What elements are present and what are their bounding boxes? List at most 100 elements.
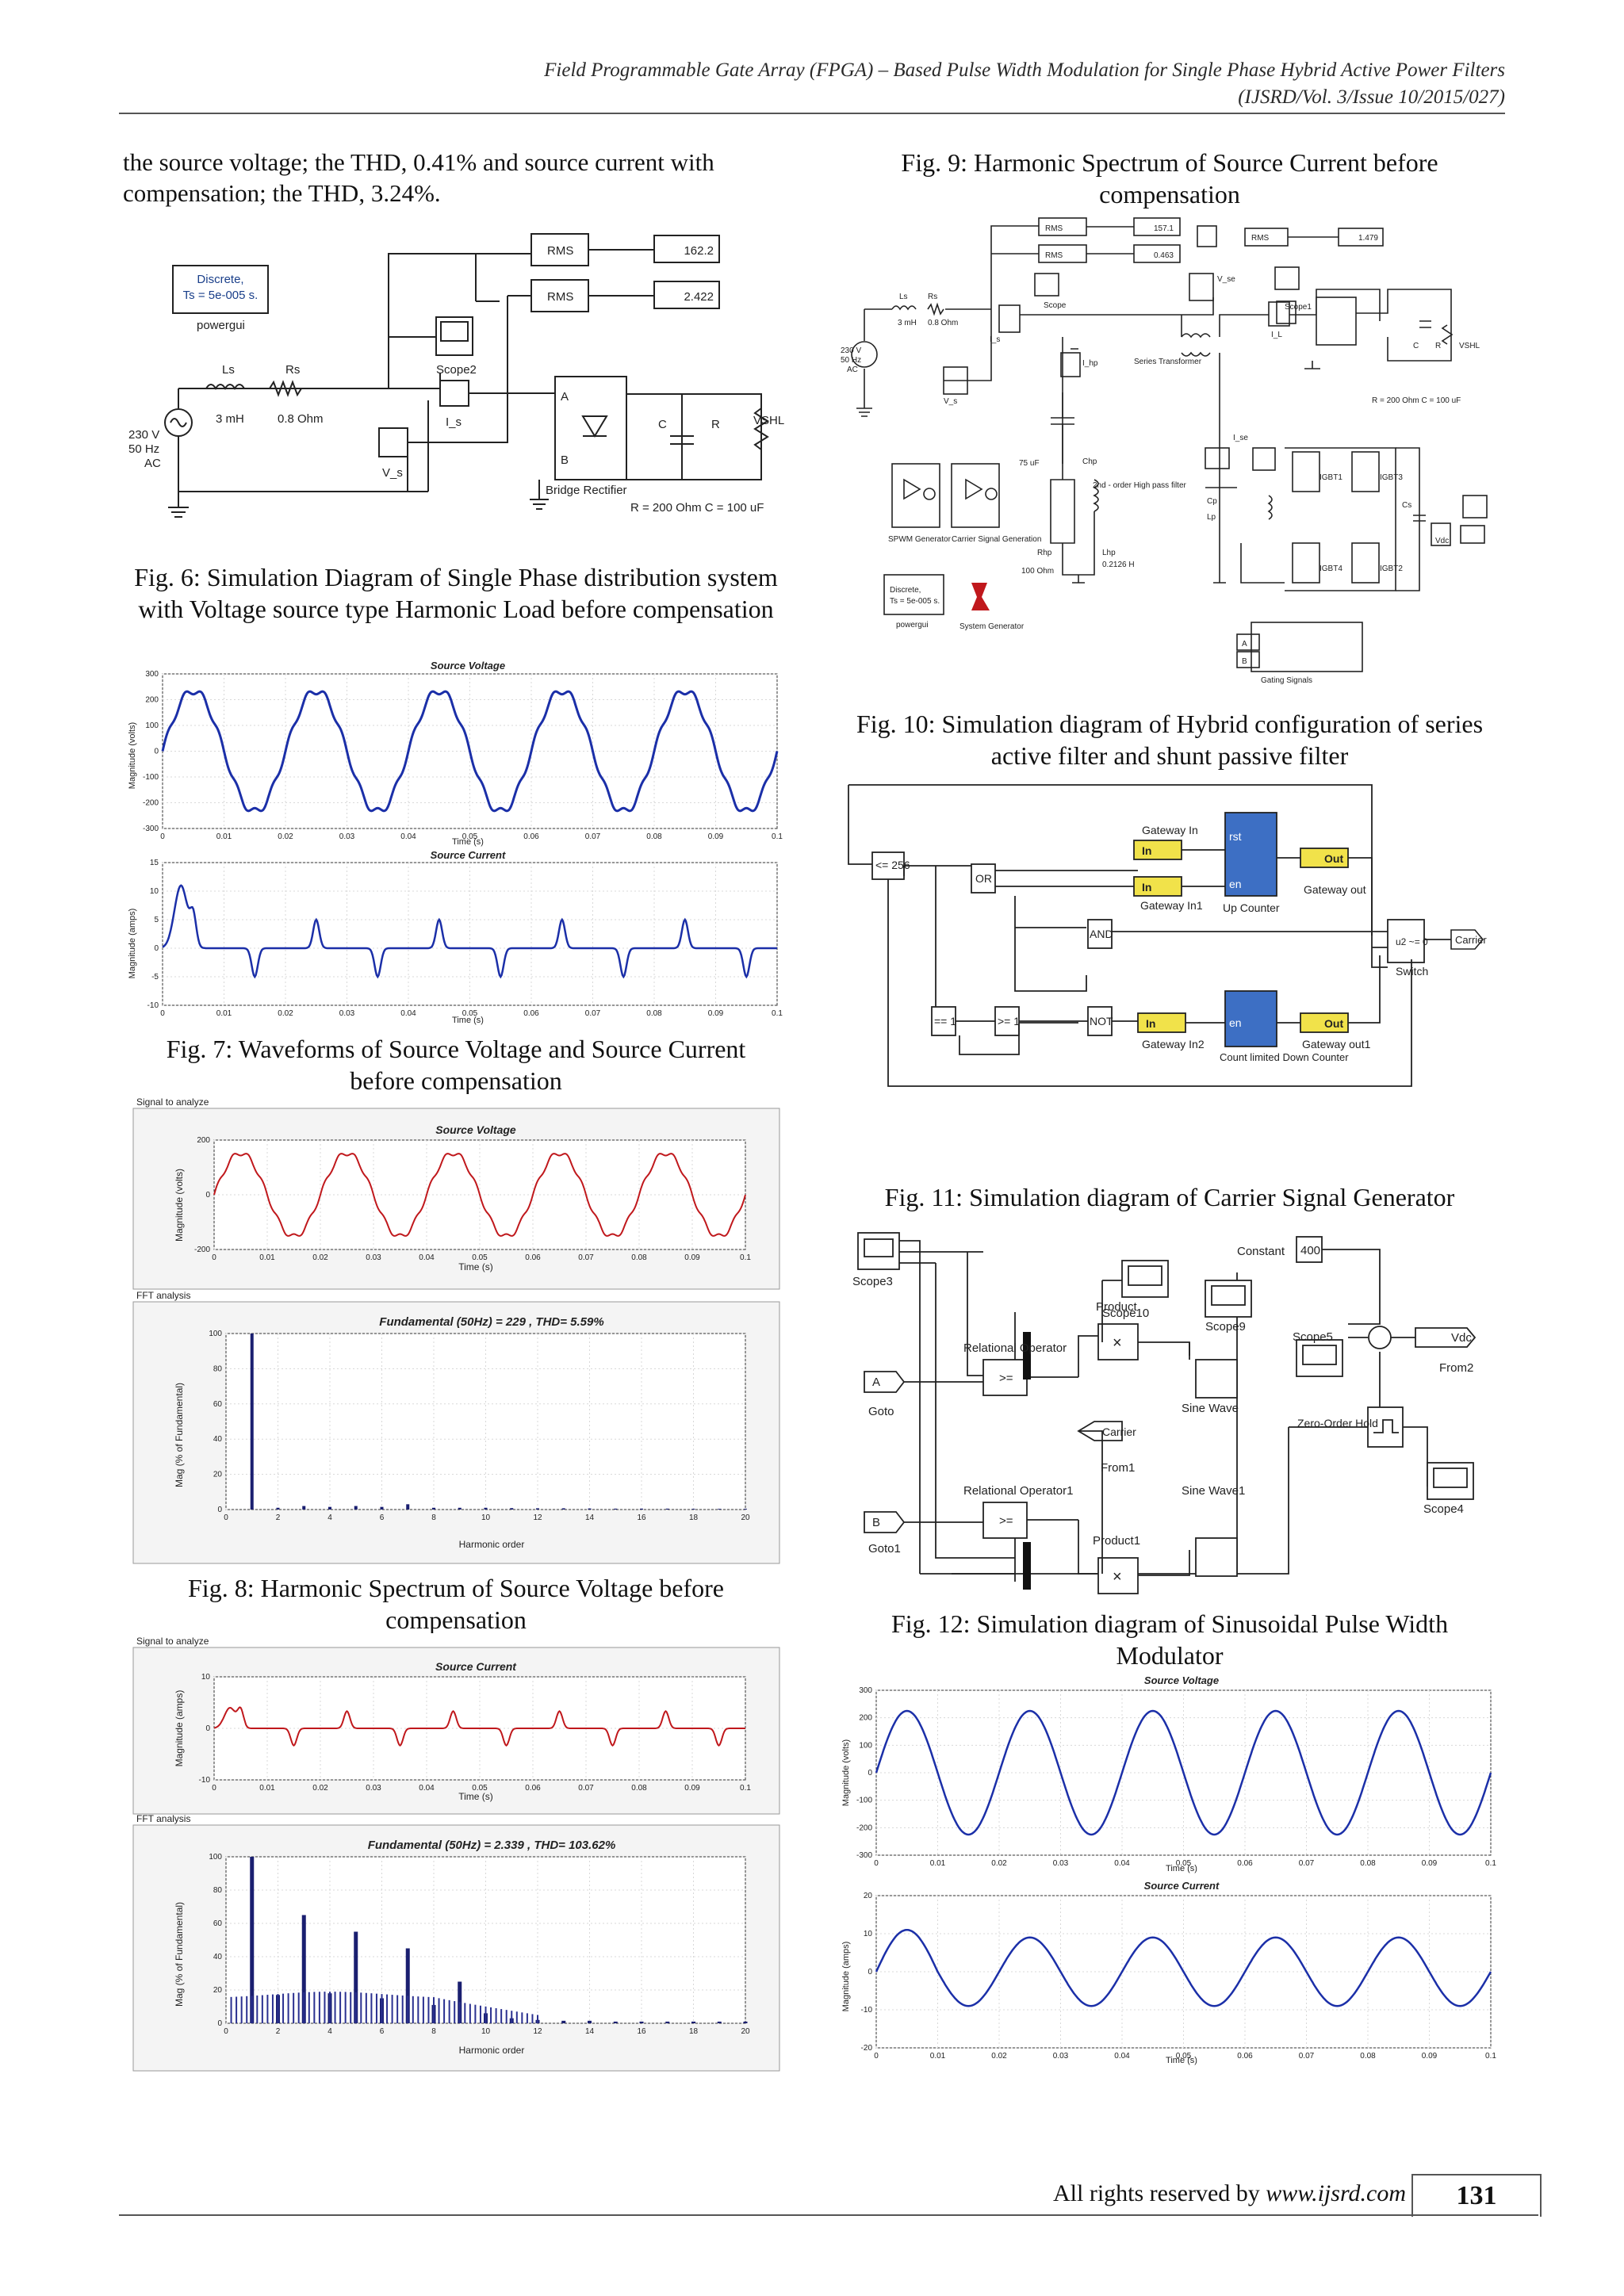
fig8-p1-ytick: 200: [197, 1136, 210, 1145]
fig9-fft-xtick: 12: [533, 2027, 542, 2036]
fig6-src-1: 230 V: [128, 428, 159, 442]
fig9-interharmonic-bar: [308, 1992, 310, 2023]
fig9-interharmonic-bar: [422, 1996, 424, 2023]
fig10-ise: I_se: [1233, 434, 1248, 442]
fig9-bar: [665, 2021, 670, 2023]
footer-text: All rights reserved by: [1053, 2180, 1266, 2206]
fig8-fft-xtick: 12: [533, 1513, 542, 1522]
fig8-bar: [328, 1506, 331, 1510]
fig7-p1-xtick: 0.06: [523, 832, 539, 841]
fig13-plot2-title: Source Current: [1144, 1880, 1220, 1892]
fig8-fft-xtick: 8: [431, 1513, 436, 1522]
fig9-interharmonic-bar: [427, 1996, 430, 2023]
fig9-interharmonic-bar: [240, 1996, 243, 2023]
fig13-p1-xtick: 0.06: [1237, 1859, 1253, 1868]
fig8-bar: [614, 1508, 618, 1510]
fig9-interharmonic-bar: [401, 1995, 404, 2023]
fig13-p2-ytick: 20: [864, 1892, 873, 1900]
fig8-bar: [302, 1506, 306, 1510]
fig7-p1-xtick: 0.1: [772, 832, 783, 841]
fig9-current-line: [213, 1706, 745, 1747]
fig10-pg2: Ts = 5e-005 s.: [890, 597, 940, 606]
fig8-bar: [744, 1509, 747, 1510]
fig11-en1: en: [1229, 878, 1242, 890]
fig9-p1-xtick: 0.1: [740, 1784, 751, 1793]
fig6-is: I_s: [446, 415, 462, 429]
fig10-carrier: Carrier Signal Generation: [952, 535, 1041, 544]
fig13-p2-xtick: 0.07: [1299, 2052, 1315, 2061]
fig13-p2-ytick: -10: [861, 2006, 873, 2015]
fig8-fft-xtick: 4: [327, 1513, 332, 1522]
fig10-igbt1: IGBT1: [1320, 473, 1342, 482]
fig10-src1: 230 V: [841, 346, 861, 355]
fig9-interharmonic-bar: [236, 1996, 238, 2023]
fig9-interharmonic-bar: [339, 1992, 342, 2023]
fig11-or: OR: [975, 872, 992, 885]
fig6-ls-val: 3 mH: [216, 412, 244, 426]
fig11-eq1: == 1: [934, 1015, 956, 1027]
fig8-caption: Fig. 8: Harmonic Spectrum of Source Volt…: [188, 1574, 724, 1634]
fig13-p2-xtick: 0.1: [1485, 2052, 1496, 2061]
fig11-in1: In: [1142, 844, 1151, 857]
fig7-p2-ytick: 10: [150, 887, 159, 896]
fig7-p2-ytick: -10: [147, 1001, 159, 1010]
fig8-p1-xtick: 0.05: [472, 1253, 488, 1262]
fig9-interharmonic-bar: [479, 2005, 481, 2023]
fig11-en2: en: [1229, 1016, 1242, 1029]
fig9-bar: [613, 2021, 618, 2023]
fig9-fft-ylabel: Mag (% of Fundamental): [174, 1902, 185, 2007]
fig12-zoh: Zero-Order Hold: [1297, 1417, 1378, 1429]
fig10-ls-val: 3 mH: [898, 319, 917, 327]
fig8-fft-ylabel: Mag (% of Fundamental): [174, 1383, 185, 1487]
fig7-p1-ytick: 0: [154, 748, 159, 756]
fig12-goto1: Goto1: [868, 1542, 901, 1556]
fig10-d3: 1.479: [1358, 234, 1378, 243]
fig10-load: R = 200 Ohm C = 100 uF: [1372, 396, 1461, 405]
fig10-diagram: RMS RMS RMS 157.1 0.463 1.479 230 V 50 H…: [841, 210, 1499, 706]
fig8-p1-xtick: 0.04: [419, 1253, 435, 1262]
fig10-cp: Cp: [1207, 497, 1217, 506]
fig10-c: C: [1413, 342, 1419, 350]
fig10-lhp: Lhp: [1102, 549, 1116, 557]
fig6-a: A: [561, 390, 569, 404]
fig7-p1-xtick: 0: [160, 832, 165, 841]
fig9-interharmonic-bar: [375, 1993, 377, 2023]
fig11-out2: Out: [1324, 1017, 1343, 1030]
fig13-xlabel-1: Time (s): [1166, 1864, 1197, 1873]
fig8-p1-xtick: 0.02: [312, 1253, 328, 1262]
fig9-interharmonic-bar: [511, 2011, 513, 2023]
fig9-fft-xtick: 4: [327, 2027, 332, 2036]
fig9-interharmonic-bar: [303, 1992, 305, 2023]
fig10-src3: AC: [847, 365, 858, 374]
fig9-p1-xtick: 0.09: [684, 1784, 700, 1793]
fig9-interharmonic-bar: [344, 1992, 347, 2023]
fig9-interharmonic-bar: [407, 1996, 409, 2023]
fig10-spwm: SPWM Generator: [888, 535, 952, 544]
fig9-fft-xtick: 2: [276, 2027, 281, 2036]
fig13-plot2-ylabel: Magnitude (amps): [841, 1942, 851, 2012]
fig7-p2-xtick: 0.08: [646, 1009, 662, 1018]
fig11-gw-in2: Gateway In2: [1142, 1038, 1205, 1050]
fig8-fft-xtick: 2: [276, 1513, 281, 1522]
fig11-down: Count limited Down Counter: [1220, 1051, 1349, 1063]
fig8-ylabel: Magnitude (volts): [174, 1169, 185, 1242]
footer-copyright: All rights reserved by www.ijsrd.com: [1053, 2180, 1406, 2207]
fig9-interharmonic-bar: [261, 1995, 263, 2023]
fig9-spectrum: Signal to analyze FFT analysis Source Cu…: [127, 1633, 785, 2077]
fig10-scope1: Scope1: [1285, 303, 1312, 312]
fig13-p1-xtick: 0: [874, 1859, 879, 1868]
fig8-bar: [406, 1504, 410, 1510]
fig8-fft-ytick: 80: [213, 1364, 223, 1373]
fig13-p1-ytick: -300: [856, 1851, 872, 1860]
fig13-p1-ytick: 300: [859, 1686, 872, 1695]
fig7-p2-xtick: 0: [160, 1009, 165, 1018]
fig8-fft-xtick: 10: [481, 1513, 491, 1522]
fig11-carrier: Carrier: [1455, 934, 1487, 946]
fig9-interharmonic-bar: [334, 1992, 336, 2023]
fig6-caption: Fig. 6: Simulation Diagram of Single Pha…: [134, 563, 778, 623]
fig9-interharmonic-bar: [417, 1996, 419, 2023]
fig8-fft-ytick: 40: [213, 1435, 223, 1444]
fig6-display2: 2.422: [684, 290, 714, 304]
fig9-interharmonic-bar: [433, 1997, 435, 2023]
footer-site[interactable]: www.ijsrd.com: [1266, 2180, 1406, 2206]
